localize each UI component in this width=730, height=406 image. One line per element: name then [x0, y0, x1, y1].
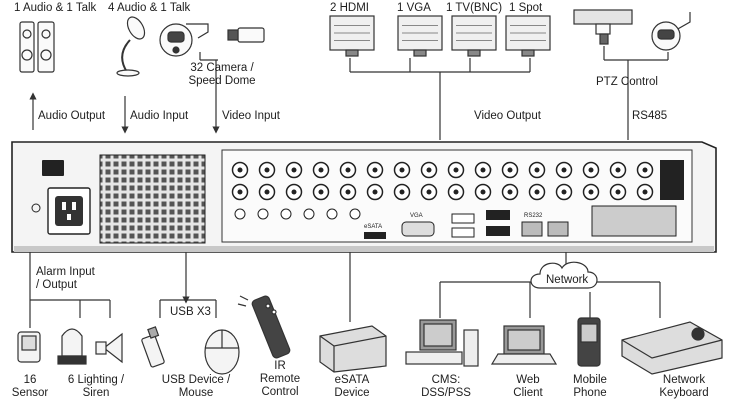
device-label-web: Web Client	[513, 374, 543, 399]
cms-computer-icon	[405, 319, 479, 367]
bottom-connection-lines	[29, 252, 661, 328]
monitor-label-tv: 1 TV(BNC)	[446, 2, 503, 14]
device-label-usb: USB Device / Mouse	[161, 374, 231, 399]
bnc-ports	[231, 161, 654, 220]
audio-rca-port	[257, 208, 269, 220]
usb-drive-icon	[141, 326, 165, 368]
dvr-rear-panel	[11, 141, 717, 253]
monitor-label-spot: 1 Spot	[509, 2, 543, 14]
mouse-icon	[204, 329, 240, 375]
siren-icon	[57, 328, 123, 365]
audio-input-title: 4 Audio & 1 Talk	[108, 2, 191, 14]
speakers-icon	[19, 21, 55, 73]
device-label-lighting: 6 Lighting / Siren	[67, 374, 125, 399]
usb-port	[451, 213, 475, 224]
monitor-label-hdmi: 2 HDMI	[330, 2, 369, 14]
audio-rca-port	[303, 208, 315, 220]
monitors-icon	[329, 15, 551, 57]
video-input-label: Video Input	[222, 110, 280, 122]
device-label-esata: eSATA Device	[334, 374, 370, 399]
network-keyboard-icon	[621, 321, 723, 375]
esata-device-icon	[319, 325, 387, 373]
bullet-camera-icon	[227, 27, 265, 43]
top-connection-lines	[29, 46, 669, 140]
fan-vent	[99, 154, 206, 244]
ptz-camera-icon	[573, 9, 691, 51]
ir-remote-icon	[237, 295, 291, 359]
audio-rca-port	[326, 208, 338, 220]
rs232-port	[521, 221, 543, 237]
camera-title: 32 Camera / Speed Dome	[188, 62, 256, 87]
power-switch	[42, 160, 64, 176]
device-label-ir: IR Remote Control	[259, 360, 301, 398]
alarm-io-label: Alarm Input / Output	[36, 266, 95, 291]
lan-port	[547, 221, 569, 237]
alarm-terminal-block	[591, 205, 677, 237]
audio-output-title: 1 Audio & 1 Talk	[14, 2, 97, 14]
device-label-sensor: 16 Sensor	[11, 374, 49, 399]
usb-x3-label: USB X3	[170, 306, 211, 318]
audio-rca-port	[349, 208, 361, 220]
video-output-label: Video Output	[474, 110, 541, 122]
mobile-phone-icon	[577, 317, 601, 367]
device-label-keyboard: Network Keyboard	[659, 374, 709, 399]
audio-rca-port	[280, 208, 292, 220]
audio-output-label: Audio Output	[38, 110, 106, 122]
usb-port	[451, 227, 475, 238]
hdmi-port	[486, 226, 510, 236]
microphone-icon	[116, 16, 146, 77]
esata-panel-label: eSATA	[364, 224, 383, 230]
esata-port	[364, 232, 386, 239]
hdmi-port	[486, 210, 510, 220]
audio-rca-port	[234, 208, 246, 220]
network-label: Network	[546, 274, 589, 286]
device-label-mobile: Mobile Phone	[573, 374, 607, 399]
rs485-label: RS485	[632, 110, 668, 122]
speed-dome-icon	[159, 23, 209, 57]
network-cloud-icon	[530, 261, 598, 289]
device-label-cms: CMS: DSS/PSS	[421, 374, 471, 399]
monitor-label-vga: 1 VGA	[397, 2, 431, 14]
laptop-icon	[490, 325, 558, 365]
ptz-control-label: PTZ Control	[596, 76, 658, 88]
vga-port	[401, 221, 435, 237]
vga-panel-label: VGA	[410, 213, 423, 219]
rs485-port	[660, 160, 684, 200]
audio-input-label: Audio Input	[130, 110, 189, 122]
rs232-panel-label: RS232	[524, 213, 543, 219]
sensor-icon	[17, 331, 41, 363]
